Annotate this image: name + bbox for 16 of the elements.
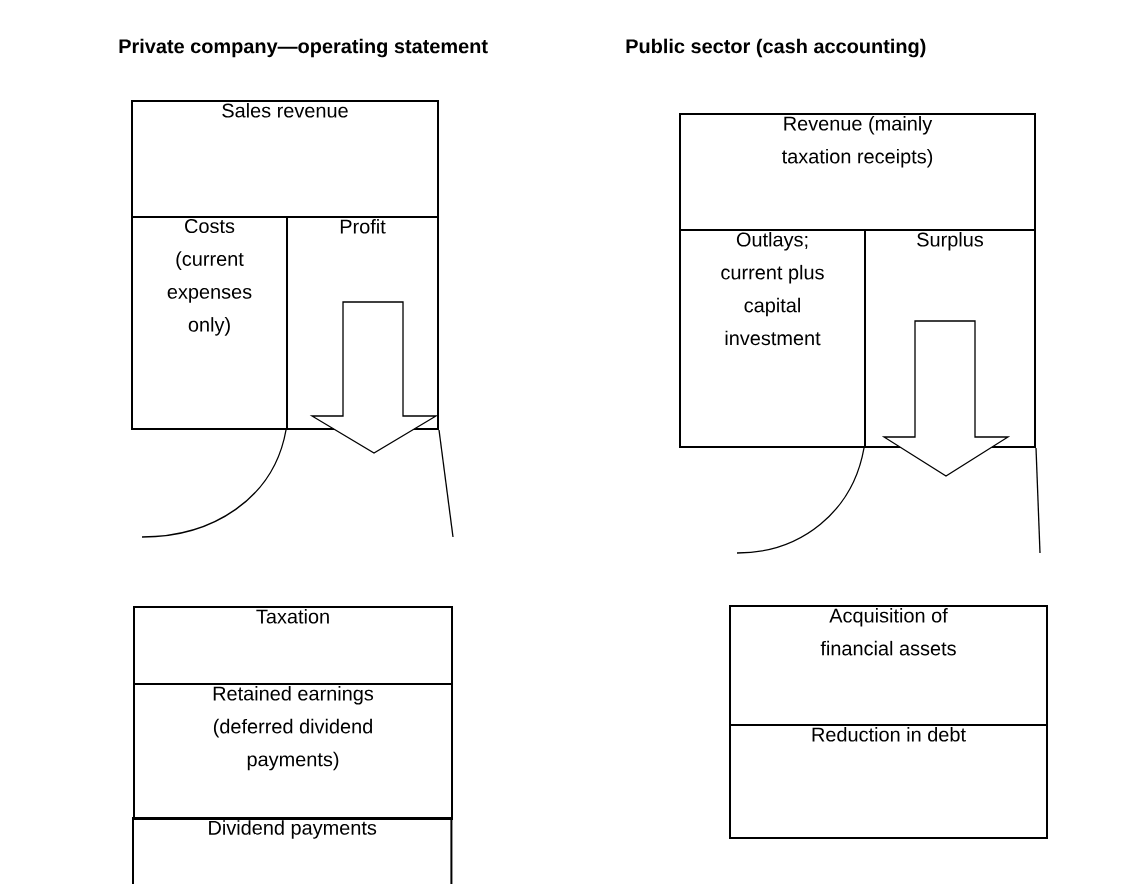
table-cell: Outlays; current plus capital investment	[679, 229, 866, 448]
table-cell: Acquisition of financial assets	[729, 605, 1048, 726]
heading: Private company—operating statement	[119, 38, 488, 58]
connector-line	[438, 429, 454, 538]
connector-line	[736, 447, 865, 554]
connector-line	[1035, 447, 1041, 554]
heading: Public sector (cash accounting)	[626, 38, 926, 58]
table-cell: Sales revenue	[131, 100, 439, 218]
table-cell: Dividend payments	[132, 817, 453, 884]
connector-line	[141, 429, 287, 538]
table-cell: Retained earnings (deferred dividend payments)	[133, 683, 453, 820]
table-cell: Taxation	[133, 606, 453, 685]
table-cell: Reduction in debt	[729, 724, 1048, 839]
table-cell: Costs (current expenses only)	[131, 216, 288, 430]
table-cell: Profit	[286, 216, 439, 430]
table-cell: Revenue (mainly taxation receipts)	[679, 113, 1036, 231]
